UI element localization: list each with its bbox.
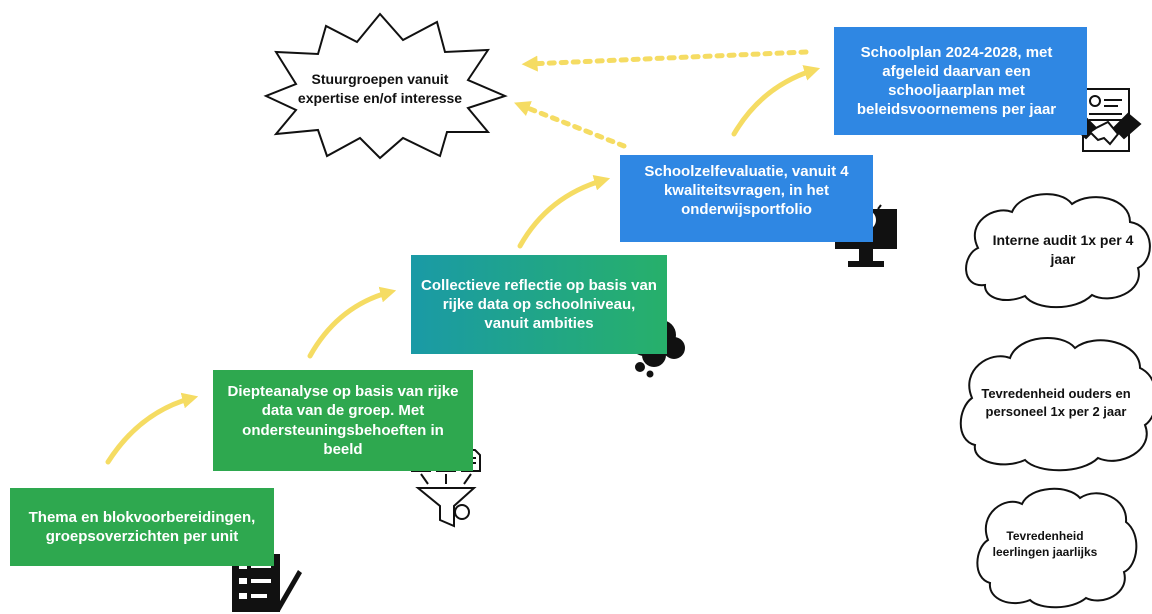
step-box-diepteanalyse: Diepteanalyse op basis van rijke data va… [213,370,473,471]
cloud-audit [965,193,1151,309]
cloud-label-interne-audit: Interne audit 1x per 4 jaar [992,232,1134,267]
cloud-label-tevredenheid-ouders: Tevredenheid ouders en personeel 1x per … [981,386,1131,419]
cloud-leerlingen [976,487,1138,609]
step-label: Collectieve reflectie op basis van rijke… [421,276,657,333]
starburst-label: Stuurgroepen vanuit expertise en/of inte… [297,71,463,106]
starburst-shape [263,12,508,160]
dotted-arrow-zelfevaluatie-to-stuurgroepen [514,101,627,149]
arrow-step1-to-step2 [105,392,199,465]
cloud-ouders-personeel [959,336,1152,472]
step-box-schoolzelfevaluatie: Schoolzelfevaluatie, vanuit 4 kwaliteits… [620,155,873,242]
step-box-schoolplan: Schoolplan 2024-2028, met afgeleid daarv… [834,27,1087,135]
dotted-arrow-schoolplan-to-stuurgroepen [521,49,809,72]
step-label: Schoolplan 2024-2028, met afgeleid daarv… [856,43,1057,119]
arrow-step3-to-step4 [517,174,611,249]
step-label: Schoolzelfevaluatie, vanuit 4 kwaliteits… [644,162,849,219]
step-box-thema-blokvoorbereidingen: Thema en blokvoorbereidingen, groepsover… [10,488,274,566]
arrow-step4-to-step5 [731,65,821,137]
step-box-collectieve-reflectie: Collectieve reflectie op basis van rijke… [411,255,667,354]
step-label: Thema en blokvoorbereidingen, groepsover… [28,508,256,545]
step-label: Diepteanalyse op basis van rijke data va… [227,383,459,458]
arrow-step2-to-step3 [307,286,397,359]
cloud-label-tevredenheid-leerlingen: Tevredenheid leerlingen jaarlijks [992,528,1098,559]
